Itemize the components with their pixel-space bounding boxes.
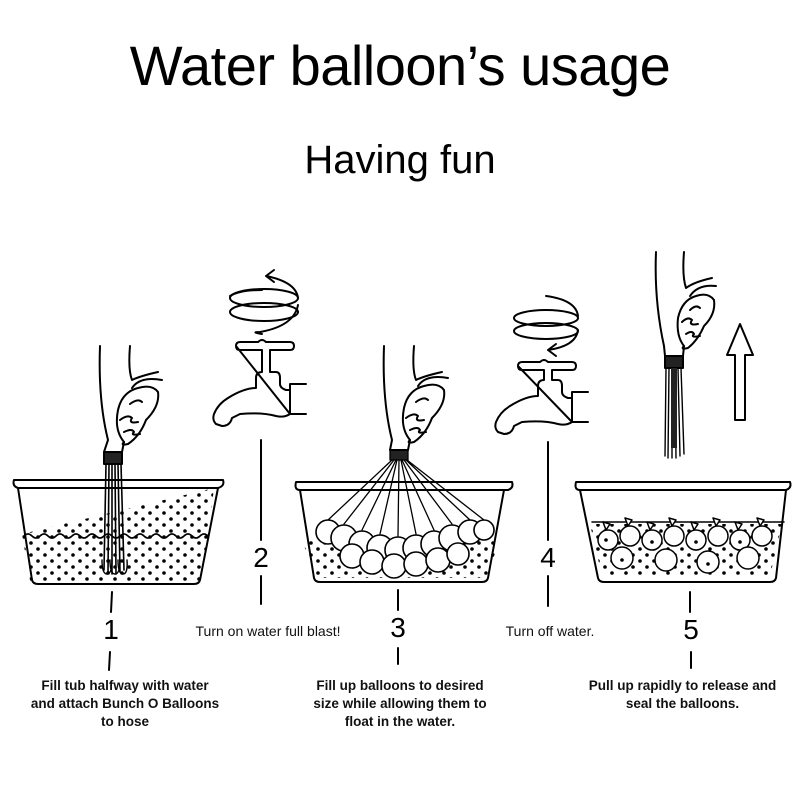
step-1-connector [108,651,111,671]
hand-icon [98,345,163,453]
step-3-label: Fill up balloons to desired size while a… [290,677,510,731]
step-5-line-2: seal the balloons. [625,696,740,711]
step-4-label: Turn off water. [505,623,595,639]
step-1-number: 1 [103,614,119,645]
step-3-line-3: float in the water. [344,714,456,729]
balloon-bunch-icon [101,451,128,575]
page-subtitle: Having fun [304,138,496,182]
rotate-cw-arrow-icon [513,295,579,357]
page-title: Water balloon’s usage [129,34,671,97]
step-4-illustration [494,295,589,607]
step-2-label: Turn on water full blast! [195,623,341,639]
step-3-line-2: size while allowing them to [313,696,487,711]
balloons-icon [315,519,495,579]
faucet-icon [212,339,307,427]
step-5-number: 5 [683,614,699,645]
step-3-line-1: Fill up balloons to desired [316,678,484,693]
step-3-illustration [294,345,514,583]
step-4-number: 4 [540,542,556,573]
tub-icon [12,479,225,585]
balloon-stems-icon [327,449,485,537]
hand-icon [382,345,449,451]
step-5-illustration [574,251,792,583]
step-2-number: 2 [253,542,269,573]
hand-icon [654,251,717,357]
rotate-ccw-arrow-icon [229,269,299,335]
step-5-line-1: Pull up rapidly to release and [588,678,777,693]
step-3-number: 3 [390,612,406,643]
step-1-label: Fill tub halfway with water and attach B… [0,677,250,731]
step-1-connector [110,591,113,613]
step-2-illustration [212,269,307,605]
step-1-line-2: and attach Bunch O Balloons [30,696,220,711]
balloon-bunch-icon [664,355,685,459]
step-5-label: Pull up rapidly to release and seal the … [565,677,800,713]
faucet-icon [494,359,589,435]
step-1-illustration [12,345,225,585]
step-1-line-3: to hose [100,714,149,729]
sealed-balloons-icon [597,517,773,574]
up-arrow-icon [726,323,754,421]
step-1-line-1: Fill tub halfway with water [41,678,209,693]
